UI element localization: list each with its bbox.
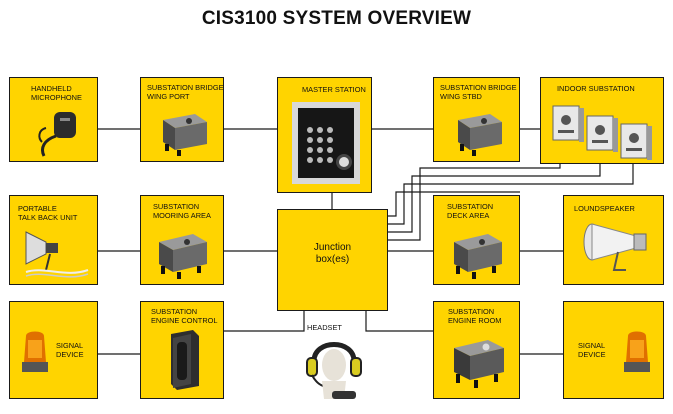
substation-engine-control-box: SUBSTATION ENGINE CONTROL [140, 301, 224, 399]
master-station-box: MASTER STATION [277, 77, 372, 193]
signal-device-left-label: SIGNAL DEVICE [56, 341, 84, 359]
deck-area-label: SUBSTATION DECK AREA [447, 202, 494, 220]
junction-box-icon [454, 234, 502, 279]
indoor-substation-icon [552, 105, 652, 160]
engine-room-label: SUBSTATION ENGINE ROOM [448, 307, 502, 325]
bridge-wing-port-label: SUBSTATION BRIDGE WING PORT [147, 83, 224, 101]
signal-device-right-box: SIGNAL DEVICE [563, 301, 664, 399]
substation-deck-area-box: SUBSTATION DECK AREA [433, 195, 520, 285]
talkback-horn-icon [25, 231, 89, 278]
substation-bridge-wing-stbd-box: SUBSTATION BRIDGE WING STBD [433, 77, 520, 162]
substation-engine-room-box: SUBSTATION ENGINE ROOM [433, 301, 520, 399]
portable-talk-back-unit-box: PORTABLE TALK BACK UNIT [9, 195, 98, 285]
signal-device-right-label: SIGNAL DEVICE [578, 341, 606, 359]
junction-box-icon [159, 234, 207, 279]
junction-boxes-label: Junction box(es) [313, 242, 352, 265]
headset-label: HEADSET [307, 323, 342, 332]
handheld-microphone-label: HANDHELD MICROPHONE [31, 84, 82, 102]
beacon-icon [624, 331, 650, 372]
junction-box-icon [458, 114, 502, 156]
beacon-icon [22, 331, 48, 372]
wire-junction-indoor-4 [388, 191, 520, 217]
wire-engineroom-junction [365, 311, 433, 332]
microphone-icon [38, 112, 76, 157]
engine-control-label: SUBSTATION ENGINE CONTROL [151, 307, 218, 325]
diagram-title: CIS3100 SYSTEM OVERVIEW [201, 8, 472, 29]
headset-icon [306, 342, 362, 399]
junction-box-icon [163, 114, 207, 156]
bridge-wing-stbd-label: SUBSTATION BRIDGE WING STBD [440, 83, 517, 101]
substation-bridge-wing-port-box: SUBSTATION BRIDGE WING PORT [140, 77, 224, 162]
master-station-label: MASTER STATION [302, 85, 366, 94]
master-station-keypad-icon [292, 102, 360, 184]
wire-junction-indoor-3 [388, 164, 634, 225]
loudspeaker-horn-icon [583, 223, 647, 271]
handheld-microphone-box: HANDHELD MICROPHONE [9, 77, 98, 162]
mooring-area-label: SUBSTATION MOORING AREA [153, 202, 211, 220]
indoor-substation-label: INDOOR SUBSTATION [557, 84, 635, 93]
portable-talk-back-label: PORTABLE TALK BACK UNIT [18, 204, 78, 222]
telephone-handset-icon [171, 330, 199, 390]
indoor-substation-box: INDOOR SUBSTATION [540, 77, 664, 164]
loudspeaker-box: LOUNDSPEAKER [563, 195, 664, 285]
junction-boxes-box: Junction box(es) [277, 209, 388, 311]
wire-enginecontrol-junction [224, 311, 305, 332]
junction-box-icon [454, 340, 504, 388]
wire-junction-indoor-1 [388, 164, 561, 241]
substation-mooring-area-box: SUBSTATION MOORING AREA [140, 195, 224, 285]
wire-junction-indoor-2 [388, 150, 601, 233]
signal-device-left-box: SIGNAL DEVICE [9, 301, 98, 399]
loudspeaker-label: LOUNDSPEAKER [574, 204, 635, 213]
